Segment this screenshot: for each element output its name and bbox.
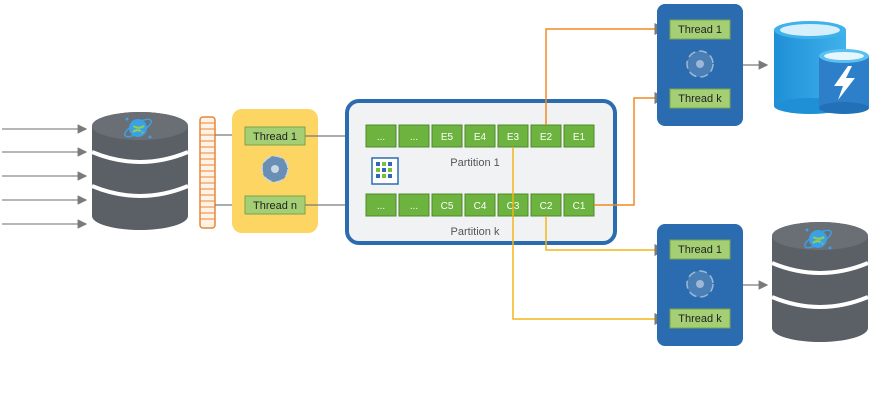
ingest-thread-1: Thread 1 [244, 126, 306, 146]
partition-k-cell [365, 193, 397, 217]
partition-k-cell [398, 193, 430, 217]
cosmos-icon [124, 117, 152, 139]
partition-1-cell-label: E2 [540, 132, 553, 143]
consumer-top-thread-k-label: Thread k [678, 93, 722, 105]
partition-k-label: Partition k [451, 226, 500, 238]
partition-1-cell-label: E4 [474, 132, 487, 143]
partition-k-cell-label: C5 [441, 201, 454, 212]
yellow-connectors [512, 147, 667, 325]
queue-icon [199, 116, 216, 229]
partition-1-cell [365, 124, 397, 148]
function-icon [261, 155, 289, 183]
consumer-bottom-thread-1-label: Thread 1 [678, 244, 722, 256]
ingest-thread-1-label: Thread 1 [253, 131, 297, 143]
consumer-bottom-thread-1: Thread 1 [669, 239, 731, 260]
eventhub-icon [371, 157, 399, 185]
ingest-thread-n-label: Thread n [253, 200, 297, 212]
cosmos-icon [804, 228, 832, 250]
partition-1-cell [464, 124, 496, 148]
partition-k-cell-label: C1 [573, 201, 586, 212]
partition-1-cell-label: ... [377, 132, 385, 143]
partition-k-cells: ... ... C5 C4 C3 C2 C1 [365, 193, 595, 217]
consumer-bottom-thread-k-label: Thread k [678, 313, 722, 325]
consumer-top-thread-k: Thread k [669, 88, 731, 109]
lightning-icon [834, 66, 855, 100]
partition-1-cell-label: E3 [507, 132, 520, 143]
consumer-top-thread-1: Thread 1 [669, 19, 731, 40]
partition-1-cell-label: E1 [573, 132, 586, 143]
consumer-top-thread-1-label: Thread 1 [678, 24, 722, 36]
function-icon [686, 50, 714, 78]
consumer-bottom-thread-k: Thread k [669, 308, 731, 329]
partition-1-cell-label: ... [410, 132, 418, 143]
azure-sql-icon [774, 21, 869, 114]
partition-1-cells: ... ... E5 E4 E3 E2 E1 [365, 124, 595, 148]
partition-k-cell-label: C4 [474, 201, 487, 212]
partition-k-cell-label: C2 [540, 201, 553, 212]
incoming-arrows [2, 124, 88, 229]
partition-k-cell [431, 193, 463, 217]
partition-k-cell-label: ... [410, 201, 418, 212]
orange-connectors [545, 23, 667, 206]
function-icon [686, 270, 714, 298]
partition-1-cell [563, 124, 595, 148]
partition-1-cell [398, 124, 430, 148]
partition-k-cell [464, 193, 496, 217]
partition-1-label: Partition 1 [450, 157, 500, 169]
partition-1-cell-label: E5 [441, 132, 454, 143]
partition-k-cell-label: ... [377, 201, 385, 212]
ingest-thread-n: Thread n [244, 195, 306, 215]
partition-1-cell [431, 124, 463, 148]
